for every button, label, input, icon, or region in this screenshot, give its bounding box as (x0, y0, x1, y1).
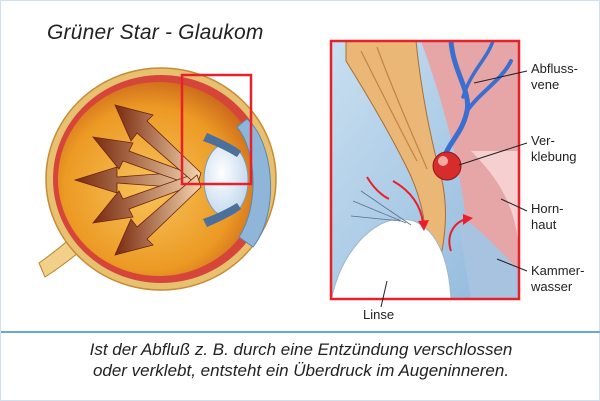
detail-panel (331, 41, 527, 307)
label-verklebung-line-2: klebung (531, 149, 577, 165)
figure-caption: Ist der Abfluß z. B. durch eine Entzündu… (1, 339, 600, 381)
label-linse: Linse (363, 307, 394, 323)
zoom-line (251, 41, 331, 75)
glaucoma-illustration (1, 1, 600, 331)
label-hornhaut: Horn- haut (531, 201, 564, 233)
caption-line-1: Ist der Abfluß z. B. durch eine Entzündu… (1, 339, 600, 360)
caption-line-2: oder verklebt, entsteht ein Überdruck im… (1, 360, 600, 381)
label-abflussvene-line-2: vene (531, 77, 578, 93)
label-kammerwasser-line-1: Kammer- (531, 263, 584, 279)
verklebung-blockage (433, 152, 461, 180)
label-kammerwasser: Kammer- wasser (531, 263, 584, 295)
eye-lens (204, 144, 248, 216)
label-kammerwasser-line-2: wasser (531, 279, 584, 295)
label-hornhaut-line-1: Horn- (531, 201, 564, 217)
label-abflussvene-line-1: Abfluss- (531, 61, 578, 77)
label-hornhaut-line-2: haut (531, 217, 564, 233)
label-verklebung: Ver- klebung (531, 133, 577, 165)
caption-divider (1, 331, 600, 333)
eye-cross-section (39, 41, 331, 290)
label-abflussvene: Abfluss- vene (531, 61, 578, 93)
verklebung-highlight (438, 156, 448, 166)
label-verklebung-line-1: Ver- (531, 133, 577, 149)
